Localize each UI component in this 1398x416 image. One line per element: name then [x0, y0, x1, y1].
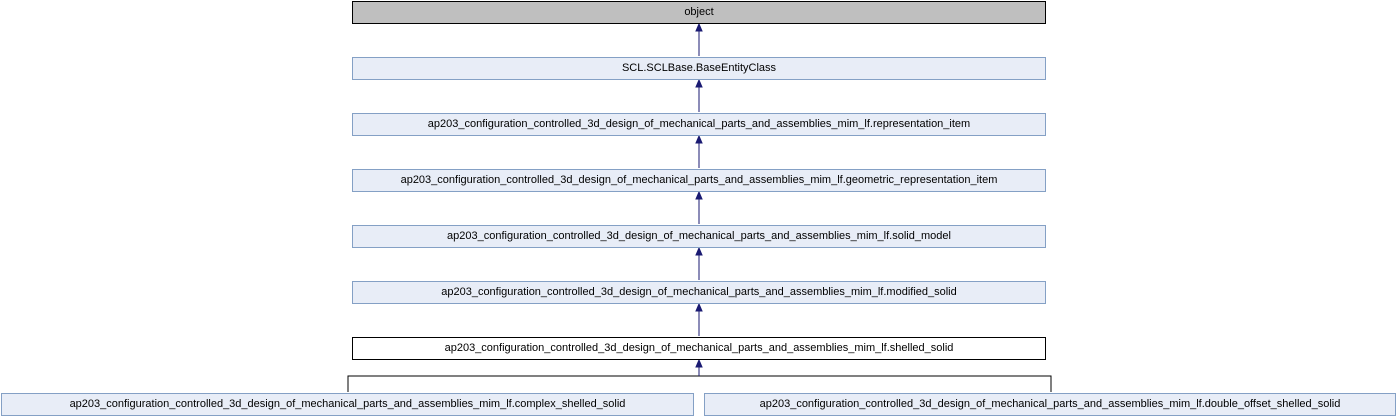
- edge-complex-shelled-solid-to-shelled-solid: [347, 375, 699, 392]
- arrowhead-solid-model: [695, 246, 703, 256]
- arrowhead-geometric-representation-item: [695, 190, 703, 200]
- arrowhead-modified-solid: [695, 302, 703, 312]
- node-complex-shelled-solid[interactable]: ap203_configuration_controlled_3d_design…: [1, 393, 694, 416]
- node-base-entity-class[interactable]: SCL.SCLBase.BaseEntityClass: [352, 57, 1046, 80]
- edge-double-offset-shelled-solid-to-shelled-solid: [699, 375, 1052, 392]
- node-representation-item[interactable]: ap203_configuration_controlled_3d_design…: [352, 113, 1046, 136]
- node-shelled-solid: ap203_configuration_controlled_3d_design…: [352, 337, 1046, 360]
- node-modified-solid[interactable]: ap203_configuration_controlled_3d_design…: [352, 281, 1046, 304]
- node-object[interactable]: object: [352, 1, 1046, 24]
- arrowhead-object: [695, 22, 703, 32]
- arrowhead-shelled-solid: [695, 358, 703, 368]
- arrowhead-representation-item: [695, 134, 703, 144]
- arrowhead-base-entity-class: [695, 78, 703, 88]
- node-solid-model[interactable]: ap203_configuration_controlled_3d_design…: [352, 225, 1046, 248]
- node-geometric-representation-item[interactable]: ap203_configuration_controlled_3d_design…: [352, 169, 1046, 192]
- node-double-offset-shelled-solid[interactable]: ap203_configuration_controlled_3d_design…: [704, 393, 1396, 416]
